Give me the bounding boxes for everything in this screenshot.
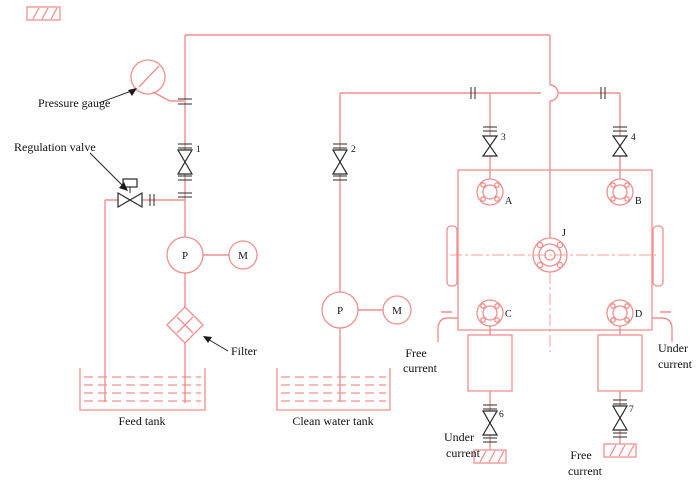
port-j-letter: J xyxy=(562,228,566,239)
corner-hatched-box-icon xyxy=(26,6,61,21)
filter-icon xyxy=(166,306,204,344)
module-outlet-piping xyxy=(489,326,621,450)
pipe-flange-ticks xyxy=(149,87,627,443)
port-c-flange-icon xyxy=(476,299,504,327)
clean-water-pump-icon xyxy=(321,291,412,329)
svg-text:current: current xyxy=(403,361,438,375)
pressure-gauge-label: Pressure gauge xyxy=(38,96,110,110)
pressure-gauge-icon xyxy=(130,59,184,102)
valve-7-icon xyxy=(611,405,629,431)
feed-pump-letter: P xyxy=(182,250,188,262)
under-current-bottom-label: Under current xyxy=(444,430,481,460)
valve-4-number: 4 xyxy=(631,133,636,143)
svg-text:Free: Free xyxy=(405,346,426,360)
svg-text:Under: Under xyxy=(658,341,688,355)
regulation-valve-label: Regulation valve xyxy=(14,140,96,154)
valve-7-number: 7 xyxy=(629,405,634,415)
valve-4-icon xyxy=(611,135,629,157)
right-tap-icon xyxy=(652,311,673,342)
feed-tank-icon xyxy=(79,368,206,411)
module-centerlines xyxy=(450,254,656,352)
svg-text:Free: Free xyxy=(570,448,591,462)
port-j-flange-icon xyxy=(532,237,568,273)
port-b-letter: B xyxy=(635,196,642,207)
membrane-module xyxy=(446,169,664,331)
valve-3-number: 3 xyxy=(501,133,506,143)
port-c-letter: C xyxy=(505,309,512,320)
valve-2-icon xyxy=(331,149,349,175)
port-a-flange-icon xyxy=(476,178,504,206)
valve-1-icon xyxy=(176,149,194,175)
svg-text:Under: Under xyxy=(444,430,474,444)
svg-text:current: current xyxy=(568,464,603,478)
clean-water-piping xyxy=(339,93,383,402)
valve-1-number: 1 xyxy=(196,145,201,155)
svg-text:current: current xyxy=(658,357,693,371)
svg-text:current: current xyxy=(446,446,481,460)
clean-water-tank-icon xyxy=(276,368,391,411)
manifold-piping xyxy=(340,92,621,179)
valve-6-number: 6 xyxy=(499,410,504,420)
left-collection-vessel xyxy=(467,334,513,392)
module-right-clamp xyxy=(652,225,664,287)
callout-leaders xyxy=(89,88,229,352)
valve-3-icon xyxy=(481,135,499,157)
feed-to-module-piping xyxy=(549,35,559,238)
filter-label: Filter xyxy=(231,344,257,358)
valve-2-number: 2 xyxy=(351,145,356,155)
valve-6-icon xyxy=(481,410,499,436)
port-d-letter: D xyxy=(635,309,642,320)
feed-tank-label: Feed tank xyxy=(119,414,166,428)
free-current-mid-label: Free current xyxy=(403,346,438,375)
bottom-right-hatched-box-icon xyxy=(603,443,637,458)
module-left-clamp xyxy=(446,225,458,287)
clean-motor-letter: M xyxy=(392,305,402,317)
feed-motor-letter: M xyxy=(238,250,248,262)
port-d-flange-icon xyxy=(606,299,634,327)
port-b-flange-icon xyxy=(606,178,634,206)
pipe-crossover-bridge xyxy=(549,84,559,102)
feed-piping xyxy=(104,34,550,403)
bottom-left-hatched-box-icon xyxy=(473,449,507,464)
free-current-bottom-label: Free current xyxy=(568,448,603,478)
regulation-valve-icon xyxy=(117,178,143,209)
feed-pump-icon xyxy=(166,236,258,274)
port-a-letter: A xyxy=(505,196,513,207)
clean-pump-letter: P xyxy=(337,305,343,317)
clean-water-tank-label: Clean water tank xyxy=(292,414,373,428)
right-collection-vessel xyxy=(597,334,643,392)
under-current-right-label: Under current xyxy=(658,341,693,371)
left-tap-icon xyxy=(437,311,458,342)
